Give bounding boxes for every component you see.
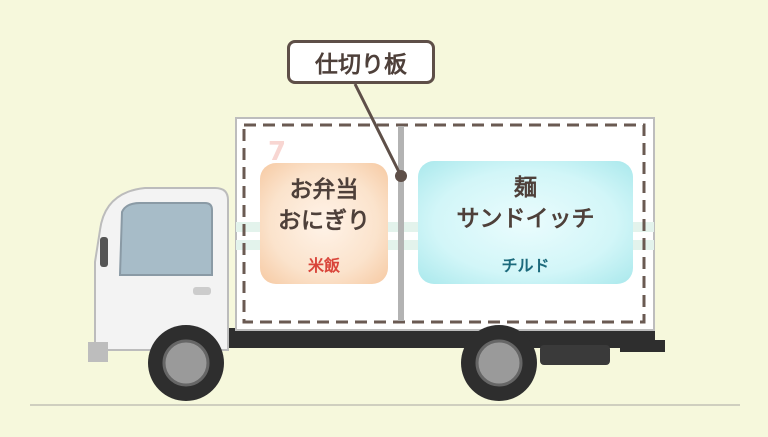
temperature-zone-label: 米飯 [307, 256, 340, 275]
front-wheel [148, 325, 224, 401]
cab-window [118, 202, 213, 276]
title-line: サンドイッチ [456, 206, 595, 232]
cargo-compartment-outline [242, 123, 646, 324]
door-handle [193, 287, 211, 295]
compartment-rice: お弁当 おにぎり 米飯 [260, 163, 388, 284]
rear-wheel [461, 325, 537, 401]
title-line: 麺 [514, 175, 537, 201]
side-mirror [100, 237, 108, 267]
compartment-title: お弁当 おにぎり [278, 175, 370, 237]
title-line: おにぎり [278, 208, 370, 234]
partition-board [398, 126, 404, 321]
chassis [215, 328, 655, 348]
title-line: お弁当 [289, 177, 359, 203]
logo-watermark: 7 [268, 137, 286, 167]
compartment-title: 麺 サンドイッチ [457, 173, 595, 235]
compartment-chilled: 麺 サンドイッチ チルド [418, 161, 633, 284]
temperature-zone-label: チルド [501, 256, 550, 275]
callout-dot [395, 170, 407, 182]
callout-line [353, 83, 403, 177]
partition-callout-label: 仕切り板 [287, 40, 435, 84]
